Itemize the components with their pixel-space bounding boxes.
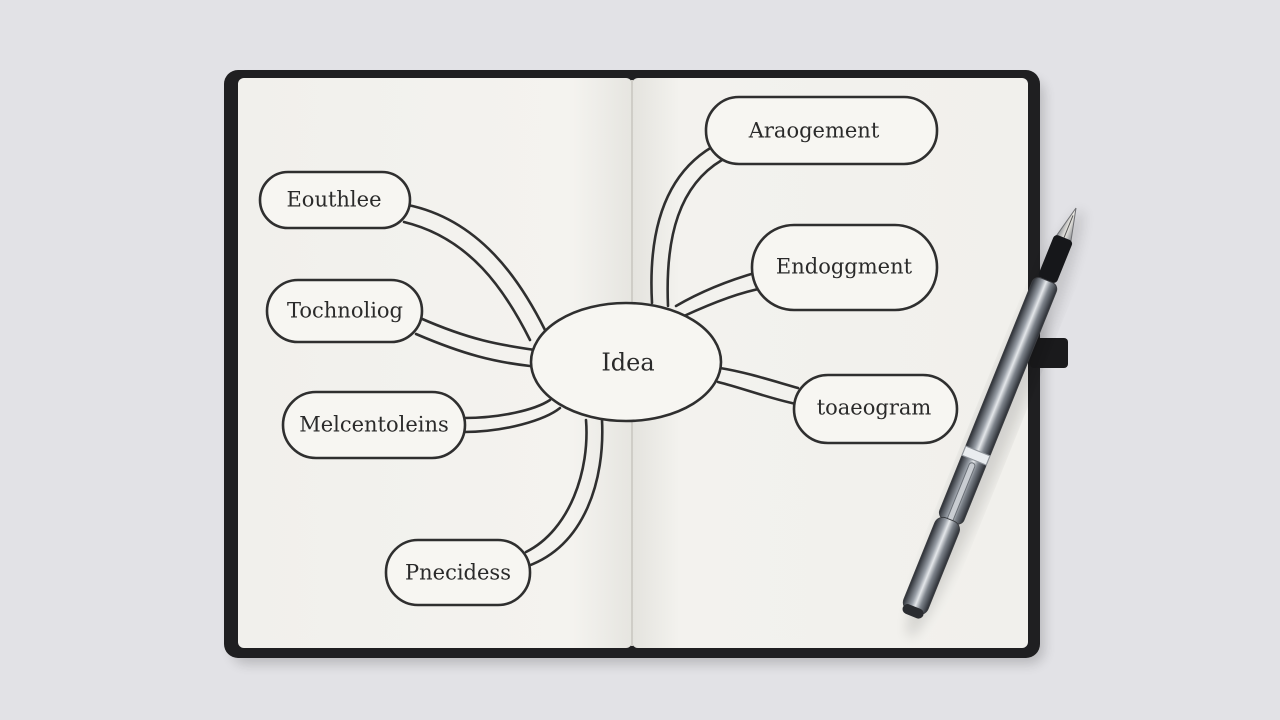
right-page [632,78,1028,648]
center-node-idea [529,301,723,423]
branch-label-araogement: Araogement [748,119,880,143]
center-node-label: Idea [601,349,654,377]
node-endoggment [750,223,939,312]
node-melcentoleins [281,390,467,460]
node-tochnoliog [265,278,424,344]
branch-label-endoggment: Endoggment [776,255,913,279]
node-eouthlee [258,170,412,230]
branch-label-toaeogram: toaeogram [817,396,932,420]
branch-label-eouthlee: Eouthlee [286,188,381,212]
node-araogement [704,95,939,166]
branch-label-tochnoliog: Tochnoliog [287,299,403,323]
branch-label-melcentoleins: Melcentoleins [299,413,449,437]
mind-map-connectors [402,145,800,568]
fountain-pen [902,207,1084,637]
node-pnecidess [384,538,532,607]
branch-label-pnecidess: Pnecidess [405,561,511,585]
node-toaeogram [792,373,959,445]
